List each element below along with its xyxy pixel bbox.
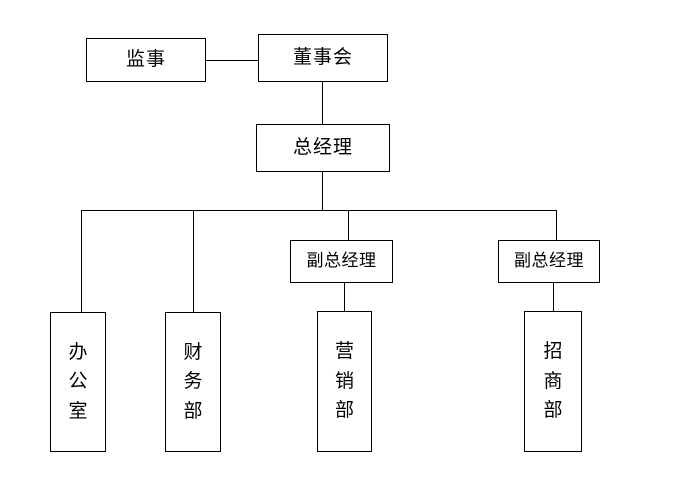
node-general-manager[interactable]: 总经理 xyxy=(256,124,390,172)
node-finance-department-label: 财务部 xyxy=(183,340,203,422)
connector-deputy-manager-1-to-marketing xyxy=(344,283,345,311)
distribution-bus-line xyxy=(81,210,557,211)
node-deputy-general-manager-1[interactable]: 副总经理 xyxy=(290,240,393,283)
node-deputy-general-manager-2[interactable]: 副总经理 xyxy=(498,240,600,283)
node-deputy-general-manager-1-label: 副总经理 xyxy=(306,250,377,271)
node-marketing-department-label: 营销部 xyxy=(334,340,354,422)
connector-board-to-general-manager xyxy=(322,82,323,124)
connector-supervisor-to-board xyxy=(206,60,258,61)
connector-deputy-manager-2-to-investment xyxy=(553,283,554,311)
connector-bus-to-deputy-manager-2 xyxy=(556,210,557,240)
node-marketing-department[interactable]: 营销部 xyxy=(317,311,372,452)
node-investment-department-label: 招商部 xyxy=(543,340,563,422)
connector-bus-to-deputy-manager-1 xyxy=(348,210,349,240)
node-deputy-general-manager-2-label: 副总经理 xyxy=(514,250,584,271)
node-finance-department[interactable]: 财务部 xyxy=(165,312,221,452)
node-office[interactable]: 办公室 xyxy=(50,312,106,452)
node-board-of-directors[interactable]: 董事会 xyxy=(258,34,388,82)
connector-bus-to-finance xyxy=(193,210,194,312)
node-supervisor-label: 监事 xyxy=(125,48,166,71)
node-office-label: 办公室 xyxy=(68,340,88,422)
node-general-manager-label: 总经理 xyxy=(292,136,353,159)
node-supervisor[interactable]: 监事 xyxy=(86,38,206,82)
node-board-of-directors-label: 董事会 xyxy=(292,46,353,69)
connector-bus-to-office xyxy=(81,210,82,312)
connector-general-manager-to-bus xyxy=(322,172,323,210)
node-investment-department[interactable]: 招商部 xyxy=(524,311,582,452)
